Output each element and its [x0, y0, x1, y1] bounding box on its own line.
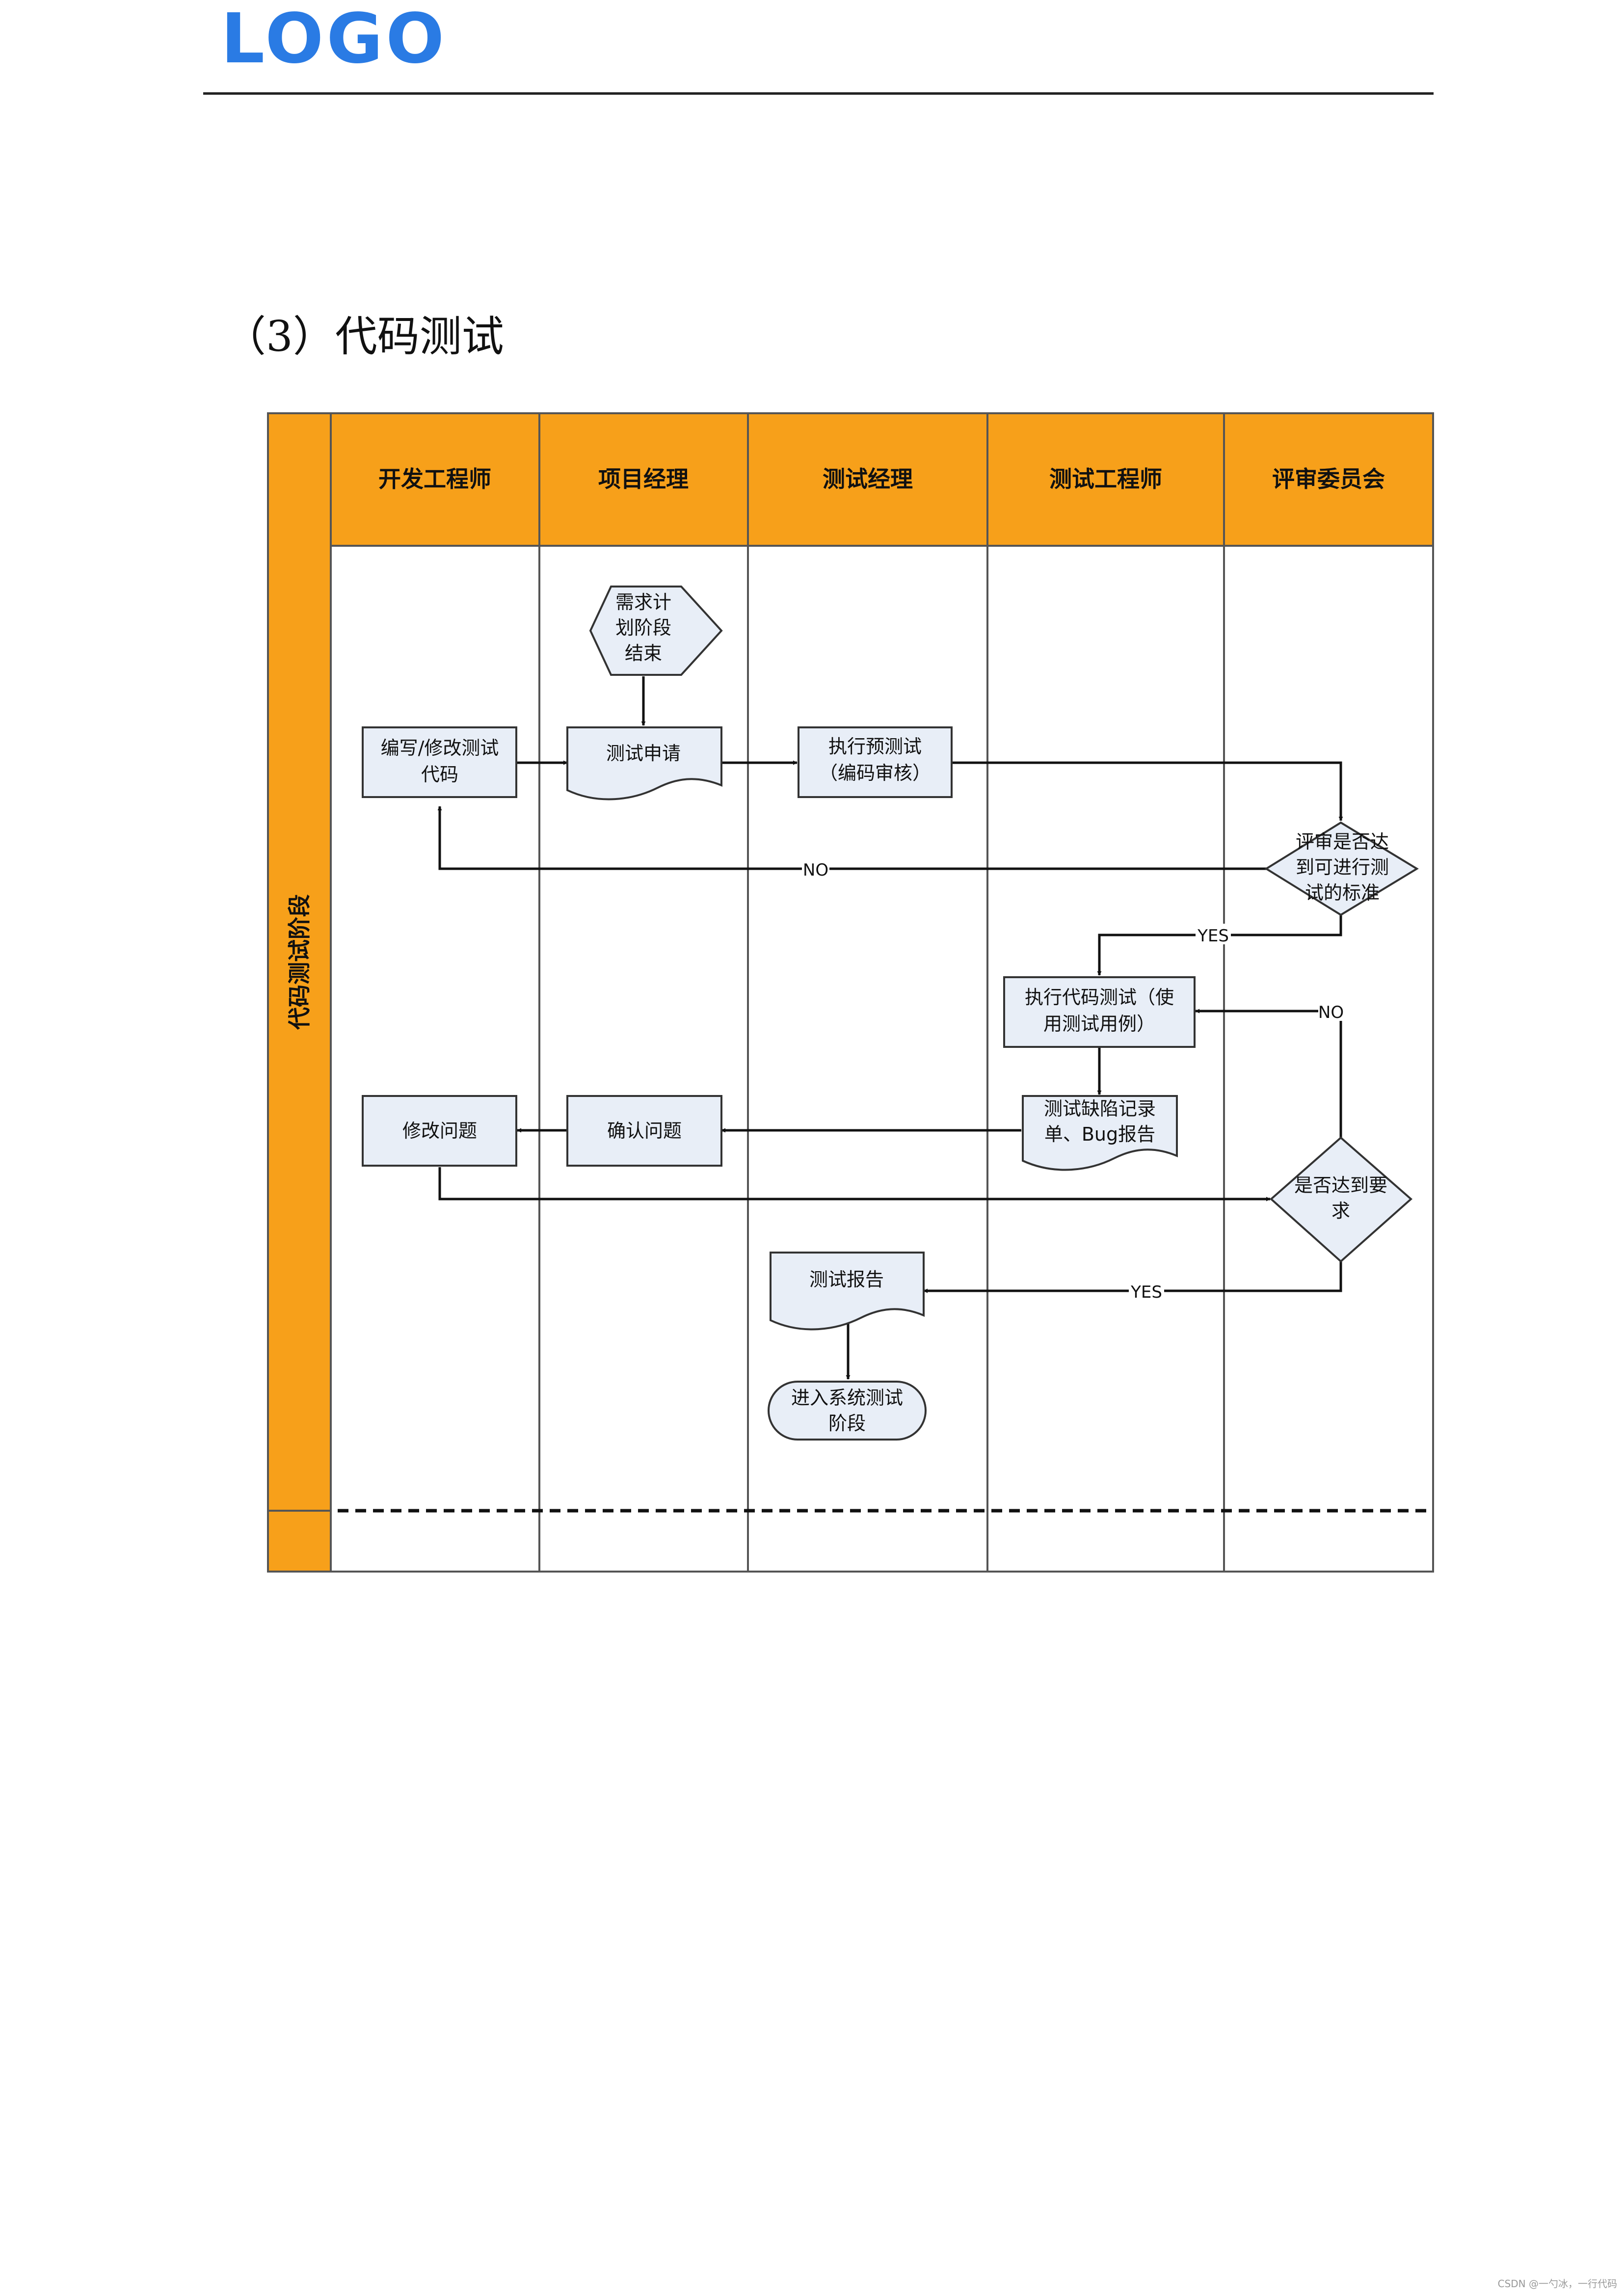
svg-text:试的标准: 试的标准: [1305, 882, 1380, 904]
svg-text:是否达到要: 是否达到要: [1294, 1175, 1387, 1196]
node-system-test[interactable]: 进入系统测试 阶段: [768, 1381, 927, 1441]
lane-header-review-committee: 评审委员会: [1272, 466, 1385, 492]
svg-text:（编码审核）: （编码审核）: [819, 762, 931, 784]
edge-fix-to-requirement: [438, 1167, 1271, 1201]
lane-header-project-manager: 项目经理: [598, 466, 689, 492]
svg-text:结束: 结束: [625, 642, 662, 664]
node-write-code[interactable]: 编写/修改测试 代码: [362, 726, 517, 798]
node-fix-issue[interactable]: 修改问题: [362, 1095, 517, 1167]
node-defect-record[interactable]: 测试缺陷记录 单、Bug报告: [1022, 1095, 1178, 1171]
svg-text:进入系统测试: 进入系统测试: [791, 1387, 903, 1409]
svg-text:划阶段: 划阶段: [615, 617, 671, 639]
edge-label-req-no: NO: [1318, 1003, 1344, 1022]
svg-text:单、Bug报告: 单、Bug报告: [1044, 1123, 1155, 1145]
edge-label-review-no: NO: [803, 860, 828, 880]
lane-header-row: [330, 412, 1434, 547]
svg-text:求: 求: [1331, 1200, 1350, 1222]
svg-text:测试申请: 测试申请: [606, 743, 681, 764]
svg-text:修改问题: 修改问题: [402, 1120, 477, 1142]
edge-label-review-yes: YES: [1197, 926, 1229, 946]
edge-label-req-yes: YES: [1130, 1282, 1162, 1302]
lane-header-test-engineer: 测试工程师: [1049, 466, 1162, 492]
svg-text:编写/修改测试: 编写/修改测试: [381, 737, 499, 759]
svg-text:确认问题: 确认问题: [607, 1120, 682, 1142]
svg-text:需求计: 需求计: [615, 591, 671, 613]
node-review-decision[interactable]: 评审是否达 到可进行测 试的标准: [1264, 821, 1419, 916]
section-heading: （3）代码测试: [224, 312, 504, 361]
logo: LOGO: [221, 0, 448, 79]
header-rule: [203, 92, 1434, 95]
phase-column: [267, 412, 332, 1573]
svg-text:阶段: 阶段: [828, 1413, 866, 1434]
node-meets-requirement[interactable]: 是否达到要 求: [1269, 1136, 1413, 1263]
edge-review-no: [437, 806, 1266, 870]
node-test-report[interactable]: 测试报告: [770, 1252, 925, 1331]
svg-text:评审是否达: 评审是否达: [1296, 831, 1389, 853]
svg-text:执行代码测试（使: 执行代码测试（使: [1025, 987, 1174, 1008]
node-plan-end[interactable]: 需求计 划阶段 结束: [589, 586, 723, 676]
swimlane-frame: [267, 412, 1434, 1573]
svg-text:测试报告: 测试报告: [809, 1269, 884, 1290]
edge-req-yes: [923, 1261, 1342, 1293]
edge-labels: NO YES NO YES: [802, 858, 1344, 1302]
phase-label: 代码测试阶段: [286, 894, 313, 1030]
node-execute-test[interactable]: 执行代码测试（使 用测试用例）: [1003, 976, 1196, 1048]
svg-text:代码: 代码: [421, 764, 458, 785]
lane-header-test-manager: 测试经理: [823, 466, 913, 492]
node-test-request[interactable]: 测试申请: [566, 726, 722, 801]
watermark: CSDN @一勺冰，一行代码: [1497, 2278, 1617, 2290]
node-pre-test[interactable]: 执行预测试 （编码审核）: [798, 726, 953, 798]
svg-text:用测试用例）: 用测试用例）: [1043, 1013, 1155, 1035]
lane-header-developer: 开发工程师: [378, 466, 491, 492]
svg-text:到可进行测: 到可进行测: [1296, 856, 1389, 878]
svg-text:执行预测试: 执行预测试: [828, 736, 922, 757]
node-confirm-issue[interactable]: 确认问题: [566, 1095, 722, 1167]
edge-pretest-to-review: [952, 761, 1343, 821]
svg-text:测试缺陷记录: 测试缺陷记录: [1044, 1098, 1156, 1120]
